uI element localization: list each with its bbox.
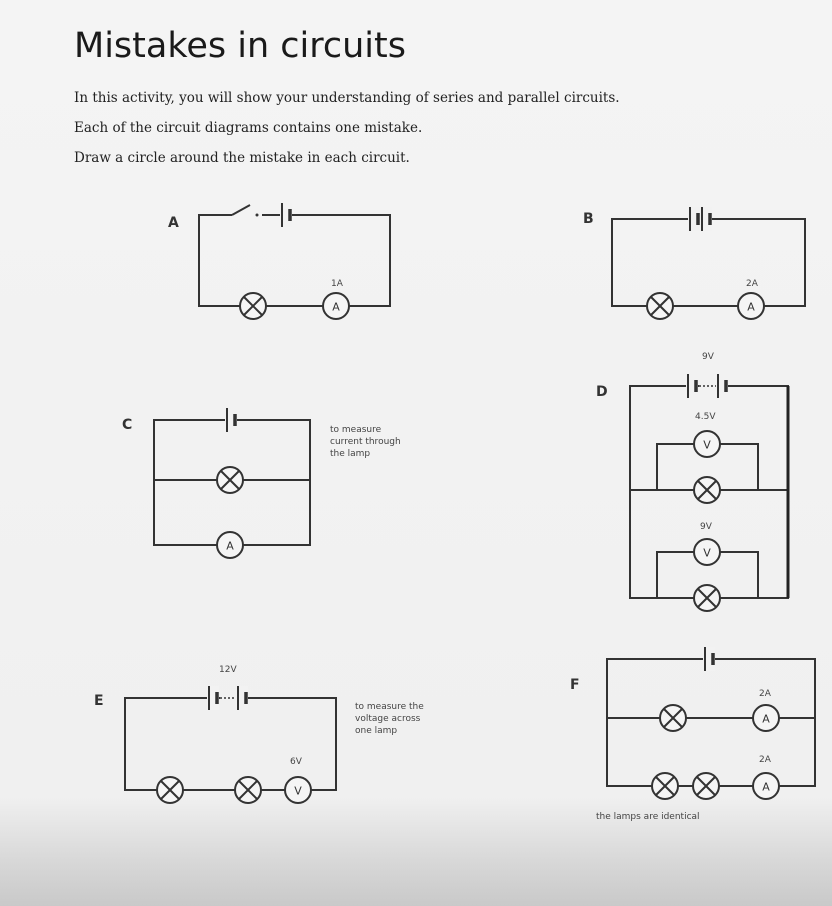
ammeter-reading: 2A (746, 279, 759, 289)
lamp-icon (234, 776, 262, 804)
voltmeter-reading: 6V (290, 757, 303, 767)
ammeter-reading: 2A (759, 689, 772, 699)
ammeter-symbol: A (762, 713, 770, 726)
voltmeter-symbol: V (703, 439, 711, 452)
note: the lamps are identical (596, 812, 700, 822)
cell-icon (234, 684, 250, 712)
lamp-icon (646, 292, 674, 320)
lamp-icon (693, 476, 721, 504)
circuit-d: D 9V 4.5V V 9V V (596, 352, 790, 612)
note-line: voltage across (355, 714, 421, 724)
supply-voltage: 9V (702, 352, 715, 362)
circuit-c: C A to measure current through the lamp (122, 406, 401, 559)
cell-icon (205, 684, 221, 712)
cell-icon (714, 372, 730, 400)
lamp-icon (156, 776, 184, 804)
voltmeter-symbol: V (294, 785, 302, 798)
ammeter-reading: 1A (331, 279, 344, 289)
intro-line-3: Draw a circle around the mistake in each… (74, 150, 410, 166)
circuit-a-label: A (168, 215, 179, 231)
lamp-icon (216, 466, 244, 494)
cell-icon (684, 372, 700, 400)
cell-icon (278, 201, 294, 229)
circuit-d-label: D (596, 384, 608, 400)
circuit-c-label: C (122, 417, 132, 433)
lamp-icon (239, 292, 267, 320)
circuit-f-label: F (570, 677, 580, 693)
lamp-icon (692, 772, 720, 800)
circuit-e: E 12V V 6V to measure the voltage across… (94, 665, 424, 804)
lamp-icon (693, 584, 721, 612)
open-switch-icon (231, 204, 251, 216)
note-line: to measure the (355, 702, 424, 712)
ammeter-symbol: A (332, 301, 340, 314)
note-line: one lamp (355, 726, 397, 736)
circuit-a: A A 1A (168, 201, 391, 320)
note-line: to measure (330, 425, 382, 435)
ammeter-symbol: A (747, 301, 755, 314)
circuit-b-label: B (583, 211, 594, 227)
circuit-b: B A 2A (583, 205, 806, 320)
cell-icon (701, 645, 717, 673)
circuit-e-label: E (94, 693, 104, 709)
voltmeter-symbol: V (703, 547, 711, 560)
voltmeter-reading: 4.5V (695, 412, 716, 422)
ammeter-symbol: A (762, 781, 770, 794)
cell-icon (686, 205, 702, 233)
voltmeter-reading: 9V (700, 522, 713, 532)
cell-icon (223, 406, 239, 434)
lamp-icon (651, 772, 679, 800)
intro-line-1: In this activity, you will show your und… (74, 90, 620, 106)
supply-voltage: 12V (219, 665, 237, 675)
circuit-f: F A 2A A 2A the lamps are identical (570, 645, 816, 822)
note-line: current through (330, 437, 401, 447)
cell-icon (698, 205, 714, 233)
intro-line-2: Each of the circuit diagrams contains on… (74, 120, 423, 136)
note-line: the lamp (330, 449, 370, 459)
ammeter-reading: 2A (759, 755, 772, 765)
ammeter-symbol: A (226, 540, 234, 553)
page-title: Mistakes in circuits (74, 26, 406, 66)
lamp-icon (659, 704, 687, 732)
